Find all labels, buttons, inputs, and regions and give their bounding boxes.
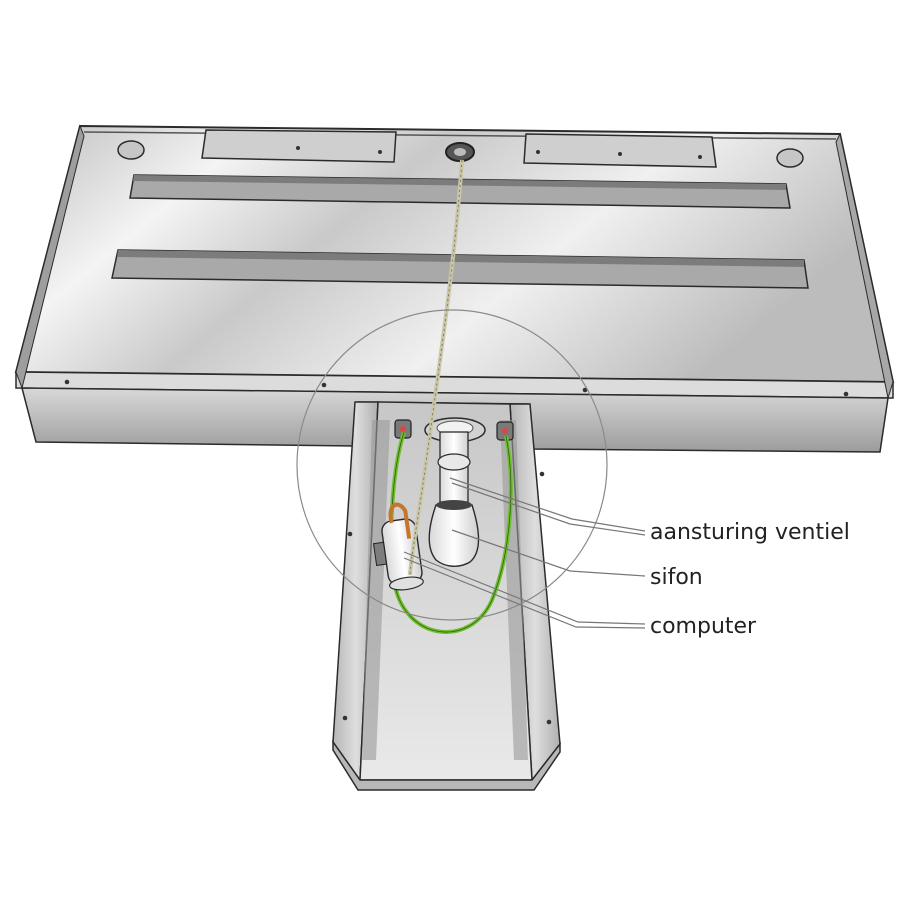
callout-aansturing-ventiel: aansturing ventiel: [650, 520, 850, 545]
mount-hole-right: [776, 148, 804, 168]
basin-front-strip: [15, 371, 894, 399]
detail-circle: [296, 309, 608, 621]
callouts: aansturing ventiel sifon computer: [403, 477, 850, 639]
leader-computer: [403, 551, 646, 629]
bracket-plate-left: [201, 129, 397, 163]
mount-hole-left: [117, 140, 145, 160]
siphon-body: [428, 504, 480, 567]
drain-channel: [332, 401, 561, 791]
callout-computer: computer: [650, 614, 757, 639]
leader-aansturing-ventiel: [449, 477, 646, 536]
channel-end: [332, 739, 561, 791]
bracket-plate-right: [523, 133, 717, 168]
leader-sifon: [451, 529, 646, 577]
callout-sifon: sifon: [650, 565, 703, 590]
